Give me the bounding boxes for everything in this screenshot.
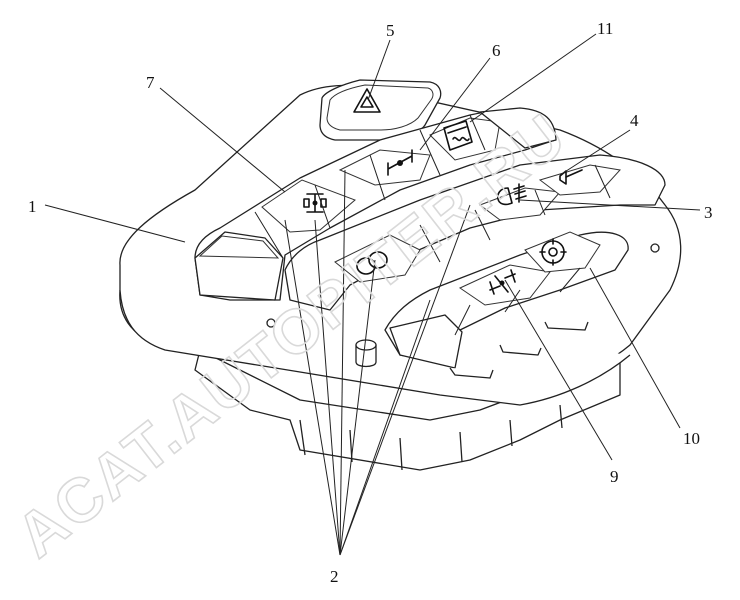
- hazard-triangle-icon: [353, 88, 381, 113]
- callout-9: 9: [610, 467, 619, 486]
- wheel-diff-lock-icon: [489, 269, 516, 295]
- axle-lock-icon: [303, 193, 327, 213]
- hazard-switch: [319, 79, 442, 141]
- callout-labels: 1 2 3 4 5 6 7 9 10 11: [28, 19, 713, 586]
- gear-hub-icon: [539, 238, 567, 266]
- middle-key-row: [284, 154, 666, 311]
- leader-lines: [44, 33, 701, 556]
- callout-6: 6: [492, 41, 501, 60]
- callout-2: 2: [330, 567, 339, 586]
- interlock-rings-icon: [356, 251, 388, 275]
- callout-10: 10: [683, 429, 700, 448]
- callout-11: 11: [597, 19, 613, 38]
- callout-5: 5: [386, 21, 395, 40]
- callout-3: 3: [704, 203, 713, 222]
- top-key-row: [194, 107, 557, 301]
- callout-7: 7: [146, 73, 155, 92]
- inter-axle-lock-icon: [387, 149, 413, 176]
- rear-fog-light-icon: [497, 183, 527, 206]
- callout-4: 4: [630, 111, 639, 130]
- callout-1: 1: [28, 197, 37, 216]
- heated-mirror-icon: [443, 120, 473, 151]
- bottom-key-row: [384, 231, 629, 379]
